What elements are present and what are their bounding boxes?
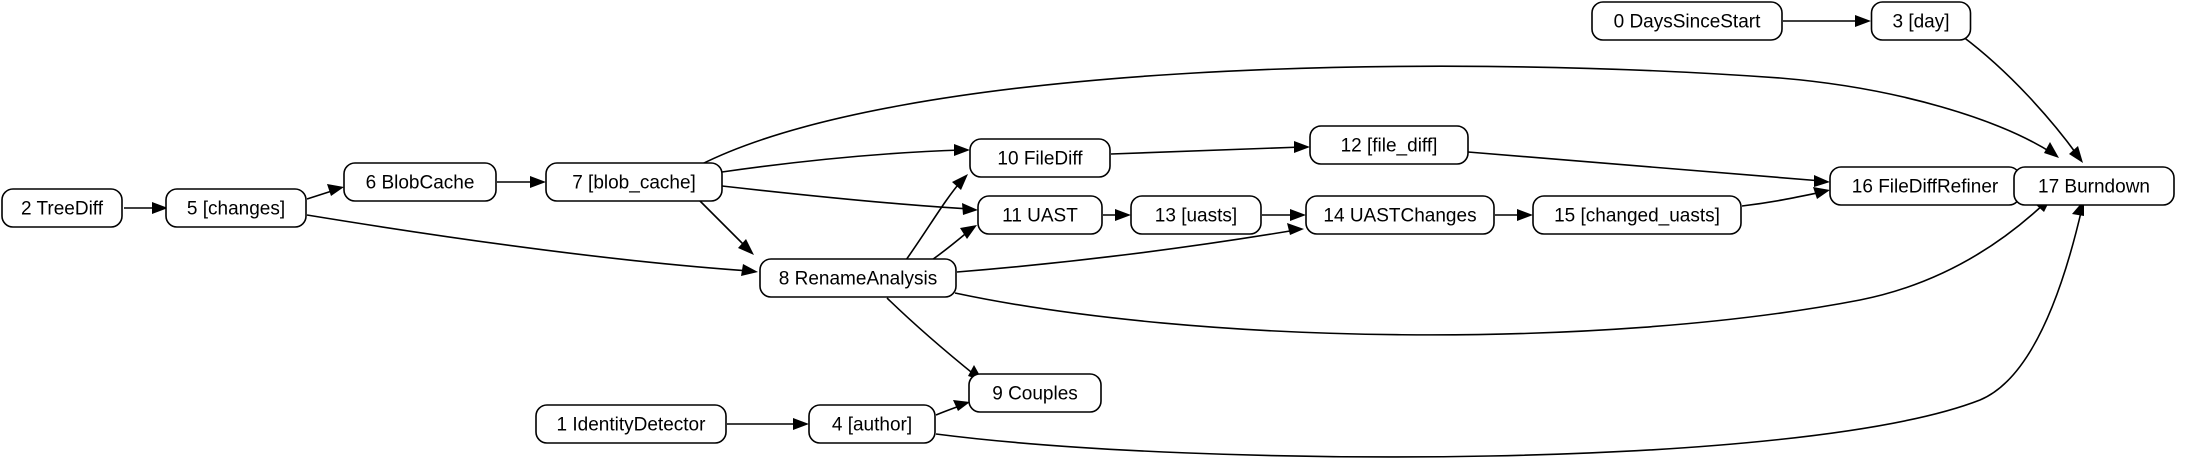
node-label-n16: 16 FileDiffRefiner [1852,177,1999,198]
node-shape-n17[interactable] [2013,166,2175,206]
node-label-n2: 2 TreeDiff [21,199,104,220]
node-shape-n8[interactable] [759,258,957,298]
node-label-n0: 0 DaysSinceStart [1614,12,1762,33]
edge-layer [124,15,2084,458]
node-shape-n14[interactable] [1305,195,1495,235]
node-label-n13: 13 [uasts] [1155,206,1237,227]
graph-node-n2[interactable]: 2 TreeDiff [1,188,123,228]
edge-8-17 [954,201,2047,336]
node-shape-n1[interactable] [535,404,727,444]
edge-7-17 [699,65,2053,166]
node-shape-n2[interactable] [1,188,123,228]
graph-node-n1[interactable]: 1 IdentityDetector [535,404,727,444]
node-label-n10: 10 FileDiff [997,149,1083,170]
node-label-n5: 5 [changes] [187,199,285,220]
node-shape-n10[interactable] [969,138,1111,178]
node-label-n17: 17 Burndown [2038,177,2150,198]
graph-node-n13[interactable]: 13 [uasts] [1130,195,1262,235]
graph-node-n17[interactable]: 17 Burndown [2013,166,2175,206]
graph-node-n12[interactable]: 12 [file_diff] [1309,125,1469,165]
node-label-n9: 9 Couples [992,384,1078,405]
node-label-n11: 11 UAST [1002,206,1078,227]
edge-7-10-arrowhead [954,144,970,156]
edge-1-4-arrowhead [793,418,809,430]
node-shape-n6[interactable] [343,162,497,202]
edge-14-15-arrowhead [1517,209,1533,221]
edge-8-10-arrowhead [952,174,968,190]
graph-node-n8[interactable]: 8 RenameAnalysis [759,258,957,298]
edge-8-10 [905,179,963,261]
edge-10-12 [1110,146,1303,155]
node-label-n6: 6 BlobCache [366,173,475,194]
edge-3-17 [1961,35,2079,157]
edge-8-14 [956,229,1297,273]
node-shape-n13[interactable] [1130,195,1262,235]
edge-12-16 [1467,151,1823,182]
edge-8-11 [928,229,971,263]
graph-node-n0[interactable]: 0 DaysSinceStart [1591,1,1783,41]
node-shape-n11[interactable] [977,195,1103,235]
graph-node-n11[interactable]: 11 UAST [977,195,1103,235]
node-label-n12: 12 [file_diff] [1341,136,1438,157]
graph-node-n10[interactable]: 10 FileDiff [969,138,1111,178]
node-shape-n4[interactable] [808,404,936,444]
edge-7-10 [721,149,963,173]
graph-node-n14[interactable]: 14 UASTChanges [1305,195,1495,235]
node-shape-n3[interactable] [1870,1,1972,41]
edge-7-8-arrowhead [738,239,754,255]
node-shape-n12[interactable] [1309,125,1469,165]
edge-8-9 [886,297,977,377]
graph-node-n6[interactable]: 6 BlobCache [343,162,497,202]
edge-4-17 [935,207,2083,458]
edge-8-11-arrowhead [960,225,977,239]
node-shape-n9[interactable] [968,373,1102,413]
edge-13-14-arrowhead [1290,209,1306,221]
node-shape-n15[interactable] [1532,195,1742,235]
edge-5-8-arrowhead [741,264,758,276]
node-label-n1: 1 IdentityDetector [557,415,707,436]
edge-5-8 [306,214,751,272]
edge-15-16 [1741,191,1823,207]
edge-0-3-arrowhead [1855,15,1871,27]
node-label-n4: 4 [author] [832,415,912,436]
node-label-n14: 14 UASTChanges [1323,206,1476,227]
graph-node-n5[interactable]: 5 [changes] [165,188,307,228]
edge-15-16-arrowhead [1813,187,1830,199]
edge-12-16-arrowhead [1814,175,1830,187]
edge-7-11 [721,185,971,210]
node-shape-n7[interactable] [545,162,723,202]
edge-4-9-arrowhead [953,400,970,411]
edge-7-17-arrowhead [2044,142,2059,158]
edge-3-17-arrowhead [2069,146,2083,163]
edge-11-13-arrowhead [1115,209,1131,221]
edge-7-8 [699,200,749,250]
node-shape-n5[interactable] [165,188,307,228]
graph-node-n16[interactable]: 16 FileDiffRefiner [1829,166,2021,206]
edge-10-12-arrowhead [1294,141,1310,153]
edge-2-5-arrowhead [152,202,168,214]
edge-6-7-arrowhead [530,176,546,188]
edge-5-6-arrowhead [327,184,344,196]
node-layer: 0 DaysSinceStart 1 IdentityDetector 2 Tree… [1,1,2175,444]
node-label-n15: 15 [changed_uasts] [1554,206,1720,227]
node-label-n3: 3 [day] [1892,12,1949,33]
graph-node-n7[interactable]: 7 [blob_cache] [545,162,723,202]
graph-node-n3[interactable]: 3 [day] [1870,1,1972,41]
graph-node-n9[interactable]: 9 Couples [968,373,1102,413]
node-shape-n0[interactable] [1591,1,1783,41]
graph-node-n15[interactable]: 15 [changed_uasts] [1532,195,1742,235]
edge-7-11-arrowhead [962,203,978,215]
node-label-n7: 7 [blob_cache] [572,173,696,194]
graph-node-n4[interactable]: 4 [author] [808,404,936,444]
edge-8-14-arrowhead [1287,223,1304,235]
node-label-n8: 8 RenameAnalysis [779,269,937,290]
